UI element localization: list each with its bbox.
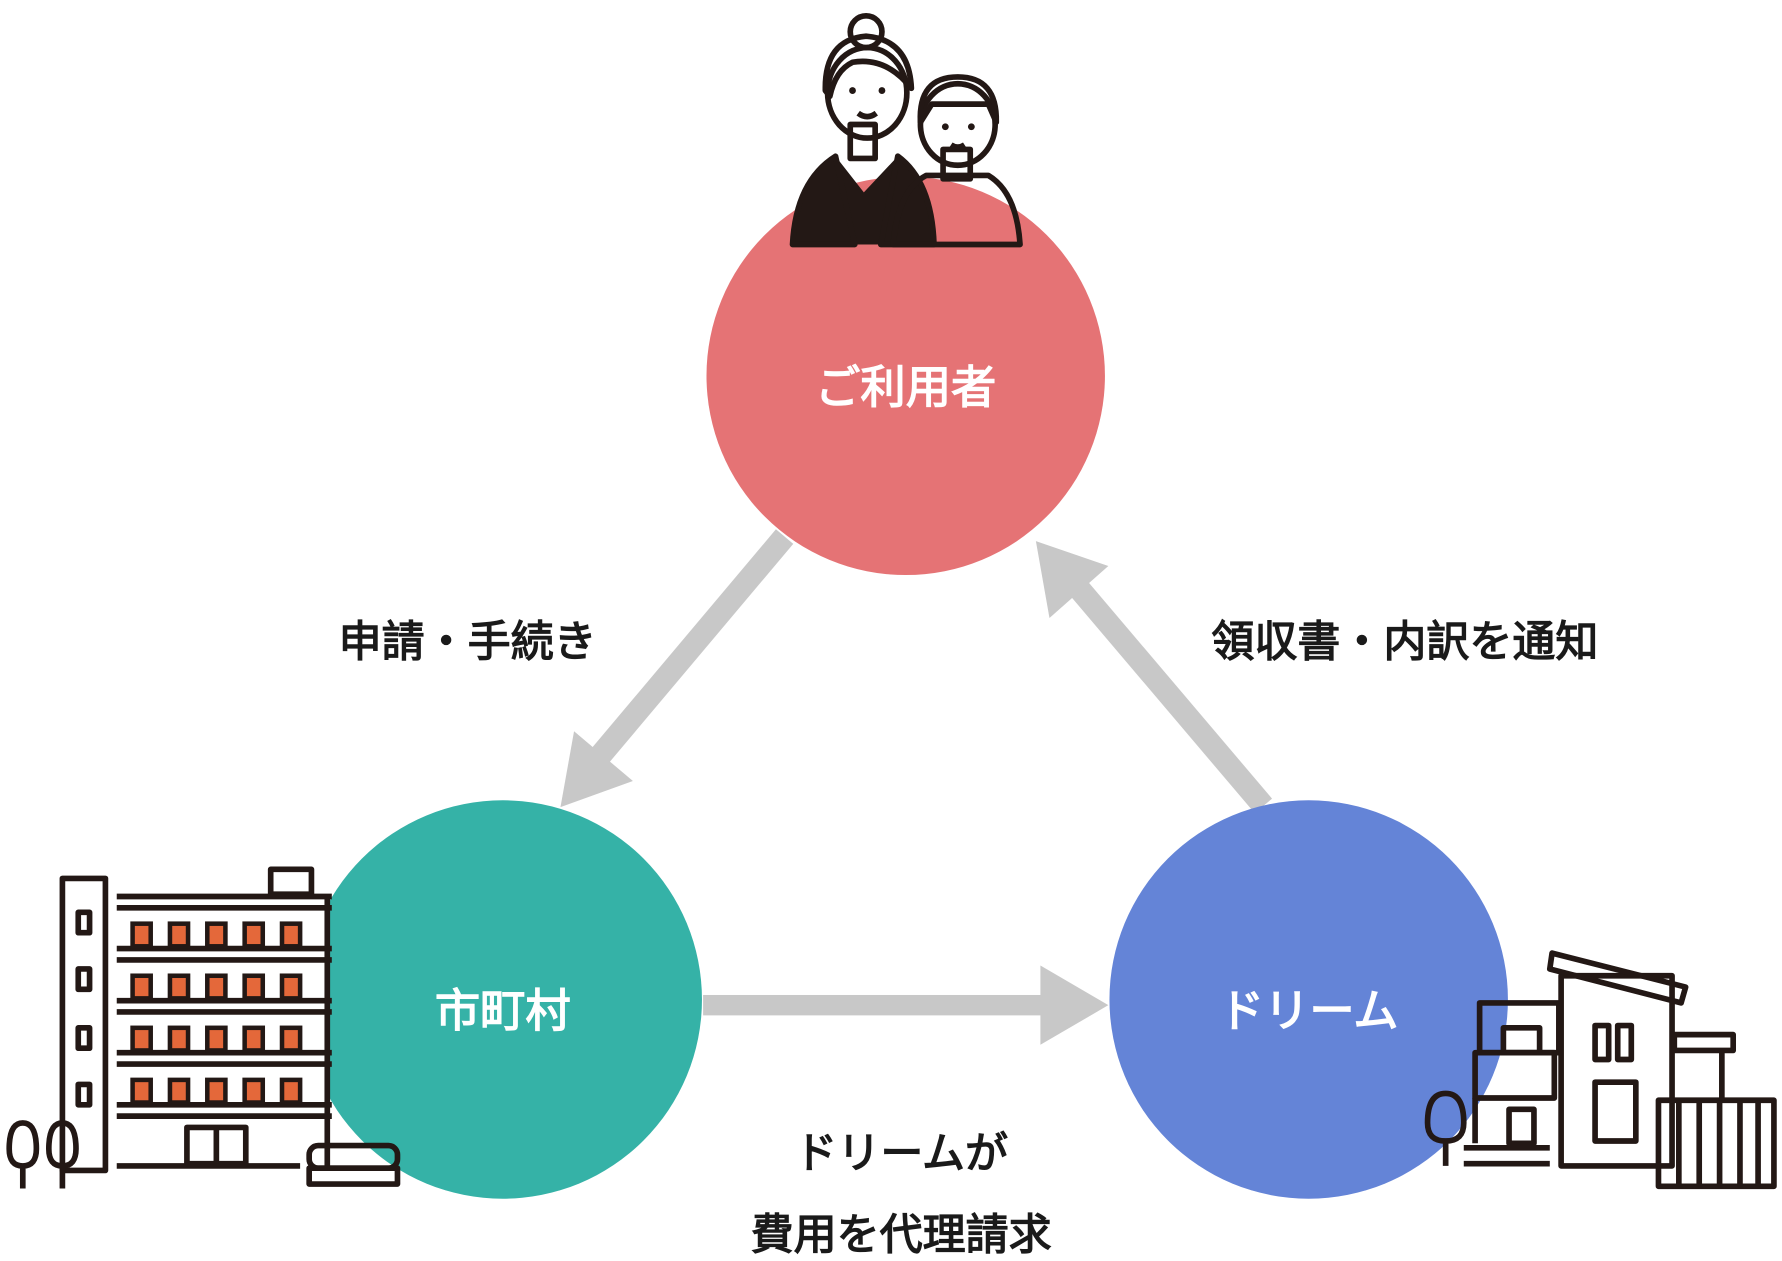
node-municipality-label: 市町村 (435, 985, 571, 1038)
family-illustration (789, 13, 1023, 248)
node-municipality-circle (303, 800, 702, 1199)
edge-label-application: 申請・手続き (339, 618, 597, 668)
node-dream-circle (1109, 800, 1508, 1199)
node-dream-label: ドリーム (1219, 985, 1399, 1038)
edge-label-billing-line1: ドリームが (794, 1129, 1008, 1179)
node-user-circle (706, 176, 1105, 576)
arrow-user-to-municipality (560, 529, 794, 808)
edge-label-receipt-notice: 領収書・内訳を通知 (1211, 618, 1598, 668)
city-hall-illustration (6, 866, 401, 1189)
edge-label-billing-line2: 費用を代理請求 (751, 1211, 1052, 1261)
arrow-municipality-to-dream (703, 965, 1109, 1045)
arrow-dream-to-user (1035, 541, 1273, 814)
node-user-label: ご利用者 (815, 361, 996, 414)
house-illustration (1424, 950, 1777, 1190)
